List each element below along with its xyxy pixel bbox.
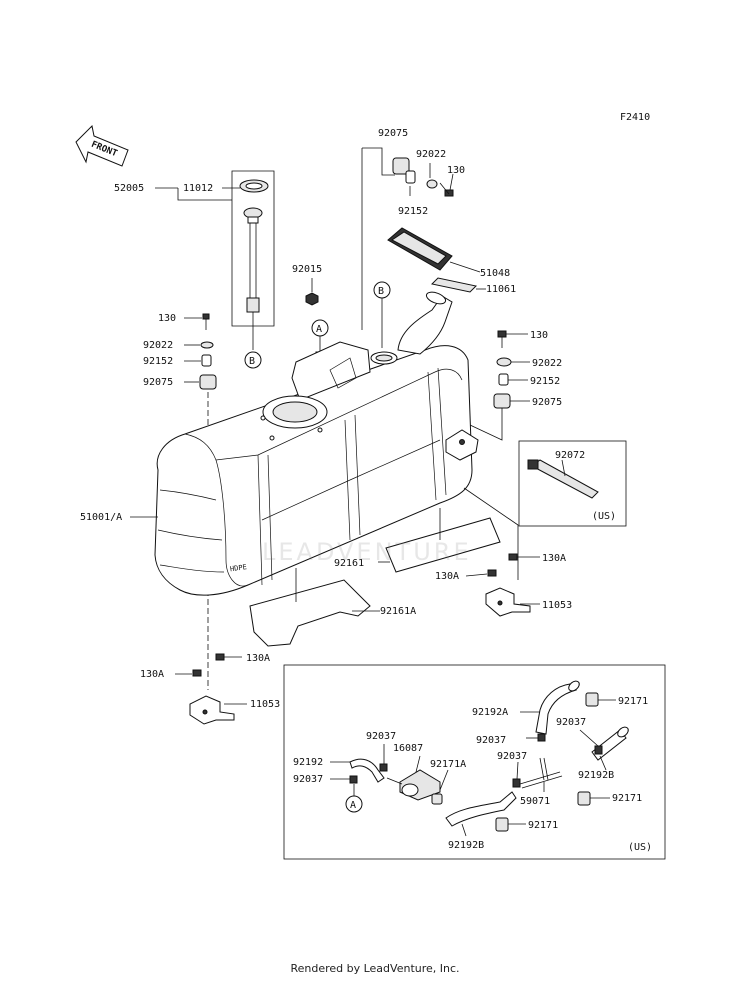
label-92037-1: 92037 (366, 731, 396, 742)
callout-b-left: B (244, 351, 262, 369)
fuel-line-parts (330, 680, 629, 837)
fuel-line-box (283, 664, 666, 860)
fuel-gauge-assembly (155, 170, 275, 350)
label-130a-left-1: 130A (246, 653, 270, 664)
label-11012: 11012 (183, 183, 213, 194)
label-92161a: 92161A (380, 606, 416, 617)
label-51001a: 51001/A (80, 512, 122, 523)
top-mount-hardware (361, 147, 454, 330)
pad-51048 (387, 227, 481, 273)
label-92192b-1: 92192B (448, 840, 484, 851)
label-11053-right: 11053 (542, 600, 572, 611)
label-92192-1: 92192 (293, 757, 323, 768)
pad-92161 (378, 508, 501, 573)
tank-marking: HDPE (230, 563, 248, 573)
bracket-11053-right (463, 487, 540, 617)
callout-b-top: B (373, 281, 391, 348)
gasket-11061 (430, 277, 486, 293)
nut-92015 (305, 278, 319, 306)
label-92022-left: 92022 (143, 340, 173, 351)
label-92072: 92072 (555, 450, 585, 461)
front-arrow-icon: FRONT (75, 124, 129, 167)
label-92037-5: 92037 (497, 751, 527, 762)
label-92152-top: 92152 (398, 206, 428, 217)
label-92152-right: 92152 (530, 376, 560, 387)
label-92171-3: 92171 (528, 820, 558, 831)
label-92022-right: 92022 (532, 358, 562, 369)
label-52005: 52005 (114, 183, 144, 194)
label-92161: 92161 (334, 558, 364, 569)
label-130-right: 130 (530, 330, 548, 341)
svg-text:B: B (378, 286, 384, 297)
label-92015: 92015 (292, 264, 322, 275)
label-130a-right-2: 130A (435, 571, 459, 582)
pad-92161a (249, 568, 380, 647)
label-92037-3: 92037 (476, 735, 506, 746)
label-92171-2: 92171 (612, 793, 642, 804)
svg-text:A: A (316, 324, 322, 335)
label-92075-top: 92075 (378, 128, 408, 139)
watermark: LEADVENTURE (262, 538, 472, 566)
label-92192b-2: 92192B (578, 770, 614, 781)
diagram-code: F2410 (620, 112, 650, 123)
label-92075-left: 92075 (143, 377, 173, 388)
fuel-tank-51001 (154, 291, 479, 596)
bracket-11053-left (175, 653, 247, 725)
label-92037-2: 92037 (556, 717, 586, 728)
footer-credit: Rendered by LeadVenture, Inc. (290, 962, 460, 975)
region-note-us-2: (US) (628, 842, 652, 853)
svg-text:B: B (249, 356, 255, 367)
label-92037-4: 92037 (293, 774, 323, 785)
region-note-us-1: (US) (592, 511, 616, 522)
label-16087: 16087 (393, 743, 423, 754)
label-11053-left: 11053 (250, 699, 280, 710)
label-51048: 51048 (480, 268, 510, 279)
label-59071: 59071 (520, 796, 550, 807)
label-130a-right-1: 130A (542, 553, 566, 564)
callout-a-bottom: A (345, 795, 363, 813)
label-92075-right: 92075 (532, 397, 562, 408)
label-130-top: 130 (447, 165, 465, 176)
label-92192a: 92192A (472, 707, 508, 718)
label-92171-1: 92171 (618, 696, 648, 707)
label-11061: 11061 (486, 284, 516, 295)
label-92171a: 92171A (430, 759, 466, 770)
label-130-left: 130 (158, 313, 176, 324)
svg-text:A: A (350, 800, 356, 811)
strap-92072-box (518, 440, 627, 527)
label-92022-top: 92022 (416, 149, 446, 160)
label-92152-left: 92152 (143, 356, 173, 367)
right-mount-hardware (469, 330, 530, 441)
label-130a-left-2: 130A (140, 669, 164, 680)
